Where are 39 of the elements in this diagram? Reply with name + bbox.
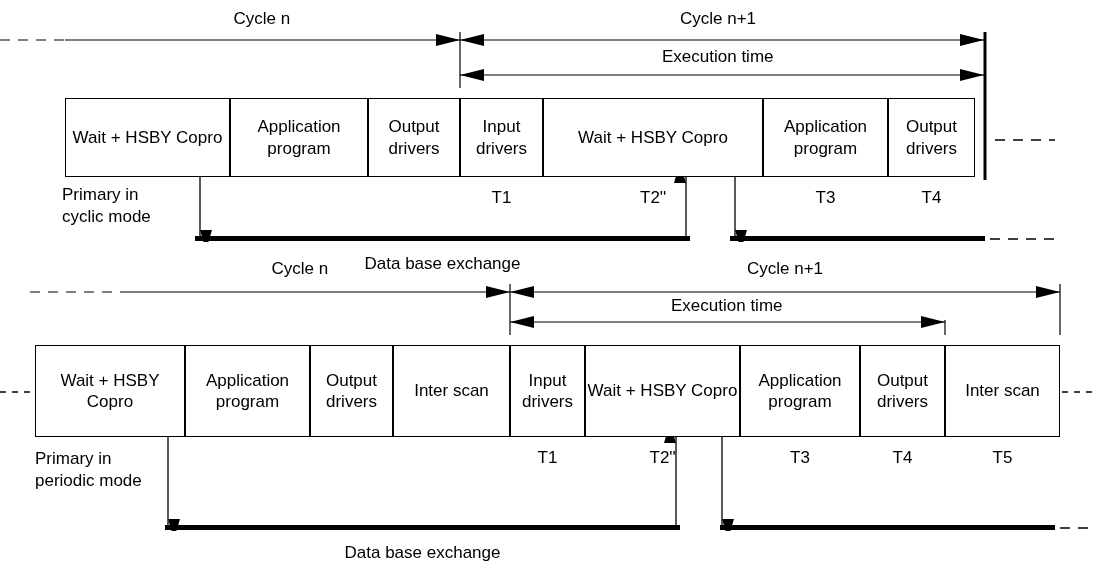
timeline-segment: Inter scan — [945, 345, 1060, 437]
timeline-segment: Wait + HSBY Copro — [65, 98, 230, 177]
timeline-segment: Wait + HSBY Copro — [35, 345, 185, 437]
timeline-segment: Inter scan — [393, 345, 510, 437]
time-label: T1 — [491, 187, 512, 209]
timeline-segment: Application program — [185, 345, 310, 437]
time-label: T2'' — [640, 187, 667, 209]
exchange-bar — [165, 525, 680, 530]
timeline-segment: Input drivers — [510, 345, 585, 437]
exchange-bar — [720, 525, 1055, 530]
time-label: T1 — [537, 447, 558, 469]
timeline-segment: Output drivers — [860, 345, 945, 437]
caption-text: Data base exchange — [364, 253, 521, 275]
interval-label: Cycle n+1 — [747, 258, 824, 280]
exchange-bar — [195, 236, 690, 241]
mode-label: Primary in cyclic mode — [62, 184, 152, 229]
interval-label: Cycle n — [233, 8, 291, 30]
timeline-segment: Wait + HSBY Copro — [543, 98, 763, 177]
exchange-bar — [730, 236, 985, 241]
timeline-segment: Application program — [763, 98, 888, 177]
interval-label: Cycle n+1 — [680, 8, 757, 30]
timeline-segment: Output drivers — [310, 345, 393, 437]
time-label: T3 — [815, 187, 836, 209]
interval-label: Execution time — [662, 46, 774, 68]
timeline-segment: Input drivers — [460, 98, 543, 177]
timeline-segment: Application program — [740, 345, 860, 437]
caption-text: Data base exchange — [344, 542, 501, 564]
time-label: T3 — [790, 447, 810, 469]
time-label: T5 — [992, 447, 1013, 469]
interval-label: Cycle n — [271, 258, 329, 280]
timeline-segment: Wait + HSBY Copro — [585, 345, 740, 437]
timeline-segment: Output drivers — [368, 98, 460, 177]
timeline-segment: Application program — [230, 98, 368, 177]
time-label: T4 — [921, 187, 942, 209]
time-label: T2'' — [649, 447, 676, 469]
mode-label: Primary in periodic mode — [35, 448, 143, 493]
timeline-segment: Output drivers — [888, 98, 975, 177]
time-label: T4 — [892, 447, 913, 469]
interval-label: Execution time — [671, 295, 783, 317]
